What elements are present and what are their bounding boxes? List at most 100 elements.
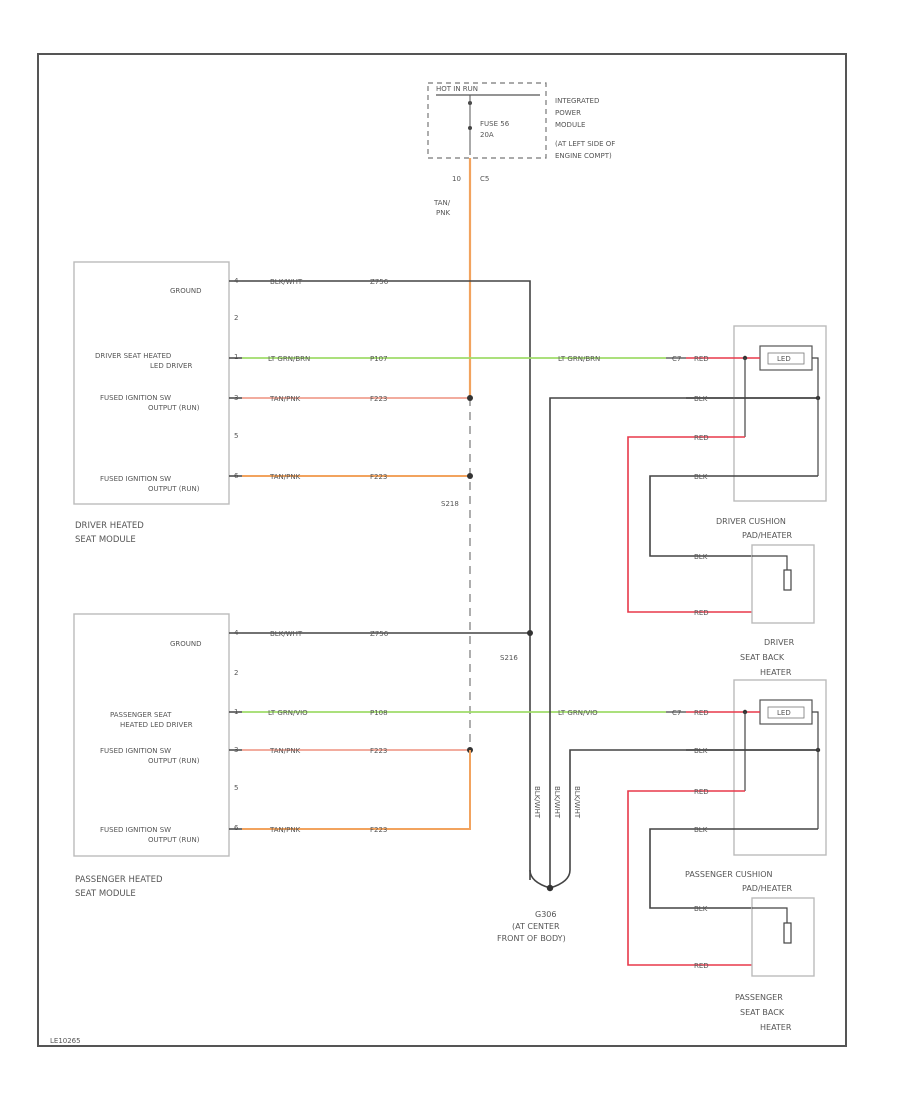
passenger-pin6-circuit: F223 xyxy=(370,826,387,834)
passenger-red-wire-2 xyxy=(627,790,752,966)
driver-led-label: LED xyxy=(777,355,791,363)
driver-back-label-3: HEATER xyxy=(760,668,792,677)
passenger-module-wires: BLK/WHT Z756 S216 LT GRN/VIO P108 LT GRN… xyxy=(242,630,666,834)
passenger-pin6-label-2: OUTPUT (RUN) xyxy=(148,836,200,844)
ipm-title-4: (AT LEFT SIDE OF xyxy=(555,140,615,148)
passenger-wire-1-label: RED xyxy=(694,709,709,717)
driver-ground-circuit: Z756 xyxy=(370,278,389,286)
ground-point xyxy=(546,884,554,892)
ground-location-2: FRONT OF BODY) xyxy=(497,934,566,943)
passenger-back-heater-element xyxy=(783,922,792,944)
passenger-cushion-label-1: PASSENGER CUSHION xyxy=(685,870,773,879)
passenger-led-label: LED xyxy=(777,709,791,717)
driver-back-label-2: SEAT BACK xyxy=(740,653,785,662)
passenger-heated-seat-module: GROUND PASSENGER SEAT HEATED LED DRIVER … xyxy=(73,613,239,899)
driver-led-wire-color-right: LT GRN/BRN xyxy=(558,355,600,363)
driver-pin6-label-1: FUSED IGNITION SW xyxy=(100,475,171,483)
driver-pin1-label-2: LED DRIVER xyxy=(150,362,192,370)
driver-wire-5-label: BLK xyxy=(694,553,708,561)
passenger-ground-wire-color: BLK/WHT xyxy=(270,630,303,638)
driver-back-heater-lead xyxy=(752,555,788,570)
passenger-pin-nubs xyxy=(229,632,242,830)
ipm-connector: C5 xyxy=(480,175,489,183)
driver-pin3-wire-color: TAN/PNK xyxy=(269,395,301,403)
driver-pin3-label-2: OUTPUT (RUN) xyxy=(148,404,200,412)
passenger-module-name-1: PASSENGER HEATED xyxy=(75,875,163,885)
passenger-wire-3-label: RED xyxy=(694,788,709,796)
passenger-led-wire-color: LT GRN/VIO xyxy=(268,709,308,717)
ground-wire-label-1: BLK/WHT xyxy=(533,786,541,819)
diagram-code: LE10265 xyxy=(50,1037,81,1045)
driver-red-wire-2 xyxy=(627,436,752,613)
passenger-back-heater-box xyxy=(751,897,815,977)
driver-pin1-num: 1 xyxy=(234,353,238,361)
passenger-heaters: C7 LED RED BLK RED BLK BLK RED PASSENGER… xyxy=(627,679,827,1032)
passenger-back-label-1: PASSENGER xyxy=(735,993,783,1002)
ipm-pin-number: 10 xyxy=(452,175,461,183)
passenger-module-box xyxy=(73,613,230,857)
driver-ground-wire xyxy=(242,280,531,880)
splice-node-2 xyxy=(467,473,473,479)
ground-wire-label-3: BLK/WHT xyxy=(573,786,581,819)
ground-wire-from-driver-heater xyxy=(549,397,818,870)
passenger-wire-4-label: BLK xyxy=(694,826,708,834)
driver-heater-pin: C7 xyxy=(672,355,681,363)
driver-pin6-label-2: OUTPUT (RUN) xyxy=(148,485,200,493)
driver-cushion-label-1: DRIVER CUSHION xyxy=(716,517,786,526)
driver-module-name-1: DRIVER HEATED xyxy=(75,521,144,531)
driver-wire-3-label: RED xyxy=(694,434,709,442)
passenger-wire-5-label: BLK xyxy=(694,905,708,913)
driver-module-wires: BLK/WHT Z756 LT GRN/BRN P107 LT GRN/BRN … xyxy=(242,278,666,880)
driver-pin1-label-1: DRIVER SEAT HEATED xyxy=(95,352,171,360)
driver-pin3-circuit: F223 xyxy=(370,395,387,403)
passenger-pin3-label-2: OUTPUT (RUN) xyxy=(148,757,200,765)
fuse-box-outline xyxy=(427,82,547,159)
passenger-led-wire-color-right: LT GRN/VIO xyxy=(558,709,598,717)
diagram-frame xyxy=(37,53,847,1047)
ipm-title-1: INTEGRATED xyxy=(555,97,599,105)
ipm-title-2: POWER xyxy=(555,109,581,117)
driver-pin6-circuit: F223 xyxy=(370,473,387,481)
driver-back-label-1: DRIVER xyxy=(764,638,795,647)
splice-s216-label: S216 xyxy=(500,654,518,662)
splice-node-1 xyxy=(467,395,473,401)
driver-led-circuit: P107 xyxy=(370,355,388,363)
driver-cushion-label-2: PAD/HEATER xyxy=(742,531,793,540)
driver-ground-wire-color: BLK/WHT xyxy=(270,278,303,286)
fuse-name: FUSE 56 xyxy=(480,120,510,128)
driver-module-box xyxy=(73,261,230,505)
driver-back-heater-element xyxy=(783,569,792,591)
driver-heaters: C7 LED RED BLK RED BLK BLK RED DRIVER CU… xyxy=(627,325,827,677)
passenger-ground-circuit: Z756 xyxy=(370,630,389,638)
ground-splice-node xyxy=(527,630,533,636)
driver-wire-6-label: RED xyxy=(694,609,709,617)
ipm-title-5: ENGINE COMPT) xyxy=(555,152,612,160)
passenger-pin2-num: 2 xyxy=(234,669,238,677)
splice-s218-label: S218 xyxy=(441,500,459,508)
ipm-title-3: MODULE xyxy=(555,121,585,129)
passenger-heater-module-box xyxy=(733,679,827,856)
passenger-heater-pin: C7 xyxy=(672,709,681,717)
driver-internal-1 xyxy=(812,357,819,476)
passenger-cushion-label-2: PAD/HEATER xyxy=(742,884,793,893)
passenger-back-label-2: SEAT BACK xyxy=(740,1008,785,1017)
passenger-pin6-label-1: FUSED IGNITION SW xyxy=(100,826,171,834)
driver-heated-seat-module: GROUND DRIVER SEAT HEATED LED DRIVER FUS… xyxy=(73,261,239,545)
passenger-pin6-wire-color: TAN/PNK xyxy=(269,826,301,834)
driver-wire-2-label: BLK xyxy=(694,395,708,403)
passenger-wire-6-label: RED xyxy=(694,962,709,970)
driver-module-name-2: SEAT MODULE xyxy=(75,535,136,545)
passenger-module-name-2: SEAT MODULE xyxy=(75,889,136,899)
fuse-wire-color: TAN/ xyxy=(433,199,451,207)
fuse-hot-label: HOT IN RUN xyxy=(436,85,478,93)
ground-wire-label-2: BLK/WHT xyxy=(553,786,561,819)
passenger-pin3-label-1: FUSED IGNITION SW xyxy=(100,747,171,755)
passenger-led-inner xyxy=(767,706,805,719)
driver-wire-1-label: RED xyxy=(694,355,709,363)
driver-pin-nubs xyxy=(229,280,242,477)
passenger-internal-1 xyxy=(812,711,819,829)
driver-black-wire-2 xyxy=(649,475,818,557)
passenger-pin4-label: GROUND xyxy=(170,640,202,648)
driver-pin5-num: 5 xyxy=(234,432,238,440)
passenger-wire-2-label: BLK xyxy=(694,747,708,755)
